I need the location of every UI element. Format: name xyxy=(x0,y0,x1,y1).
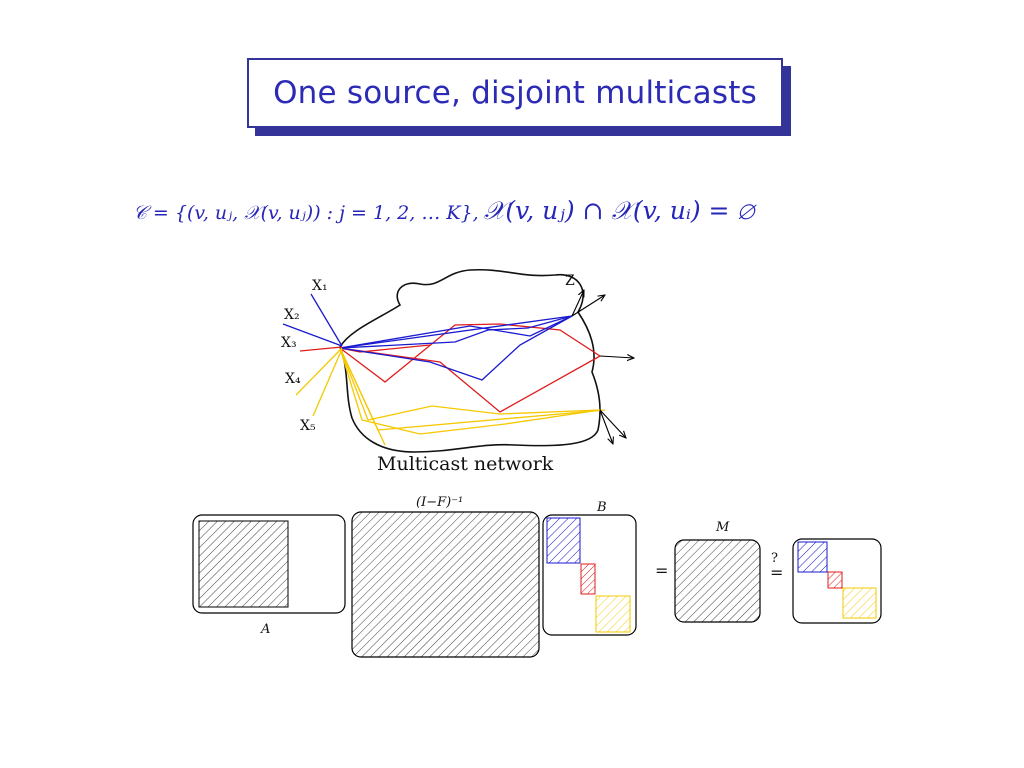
title-box: One source, disjoint multicasts xyxy=(247,58,791,136)
source-label-x4: X₄ xyxy=(285,371,301,387)
matrix-a-label: A xyxy=(260,622,270,637)
formula-set-definition: 𝒞 = {(v, uⱼ, 𝒳(v, uⱼ)) : j = 1, 2, … K}, xyxy=(133,202,479,224)
sink-arrows xyxy=(571,290,634,444)
source-label-x3: X₃ xyxy=(281,335,297,351)
block-diagonal-red xyxy=(827,571,843,589)
source-x5-arrow xyxy=(312,348,343,417)
block-diagonal-blue xyxy=(797,541,828,573)
source-x3-arrow xyxy=(299,346,343,352)
source-x2-arrow xyxy=(282,323,343,347)
question-equals-sign: = xyxy=(770,563,783,582)
matrix-b-label: B xyxy=(596,500,607,515)
question-mark: ? xyxy=(771,551,778,566)
block-diagonal-yellow xyxy=(842,587,877,619)
source-label-x2: X₂ xyxy=(284,307,300,323)
source-arrows xyxy=(282,293,343,417)
source-x1-arrow xyxy=(310,293,343,347)
matrix-m xyxy=(674,539,761,623)
formula: 𝒞 = {(v, uⱼ, 𝒳(v, uⱼ)) : j = 1, 2, … K},… xyxy=(133,196,873,236)
yellow-paths xyxy=(339,347,606,446)
formula-disjoint-condition: 𝒳(v, uⱼ) ∩ 𝒳(v, uᵢ) = ∅ xyxy=(483,196,754,225)
blue-paths xyxy=(339,315,573,381)
matrix-f-label: (I−F)⁻¹ xyxy=(416,495,463,510)
matrix-a-frame xyxy=(192,514,346,614)
matrix-b-yellow-block xyxy=(595,595,631,633)
figure: X₁ X₂ X₃ X₄ X₅ Z Multicast network A (I−… xyxy=(192,268,882,658)
network-cloud-outline xyxy=(339,268,601,453)
matrix-m-label: M xyxy=(715,520,730,535)
matrix-b-frame xyxy=(542,514,637,636)
block-diagonal-frame xyxy=(792,538,882,624)
source-x4-arrow xyxy=(295,347,343,396)
title-frame: One source, disjoint multicasts xyxy=(247,58,783,128)
source-label-x5: X₅ xyxy=(300,418,316,434)
matrix-b-blue-block xyxy=(546,517,581,564)
source-label-x1: X₁ xyxy=(312,278,328,294)
matrix-b-red-block xyxy=(580,563,596,595)
slide-title: One source, disjoint multicasts xyxy=(273,75,757,111)
sink-label-z: Z xyxy=(565,273,575,289)
matrix-a-block xyxy=(198,520,289,608)
network-caption: Multicast network xyxy=(377,453,554,475)
equals-sign: = xyxy=(655,561,668,580)
matrix-f-inverse xyxy=(351,511,540,658)
